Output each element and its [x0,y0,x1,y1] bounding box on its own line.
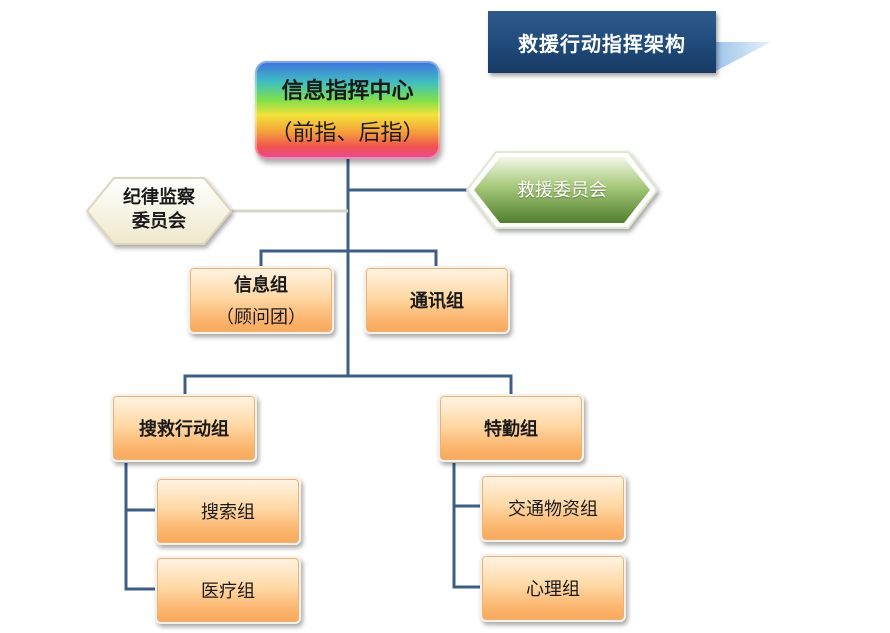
discipline-committee-line2: 委员会 [132,211,186,232]
command-center-subtitle: （前指、后指） [270,121,425,146]
comm-group-label: 通讯组 [410,291,464,312]
command-center-title: 信息指挥中心 [281,79,414,104]
command-center-node: 信息指挥中心 （前指、后指） [255,61,440,159]
third-tier-bracket [183,374,513,395]
rescue-committee-hexagon [474,157,650,223]
special-group-node: 特勤组 [438,394,584,462]
info-group-label: 信息组 [234,275,288,296]
discipline-committee-line1: 纪律监察 [123,187,195,208]
medical-subgroup-node: 医疗组 [155,556,301,624]
medical-subgroup-label: 医疗组 [201,581,255,602]
psychology-subgroup-label: 心理组 [526,579,580,600]
second-tier-bracket [259,249,438,268]
info-group-node: 信息组 （顾问团） [188,266,334,334]
info-group-sub: （顾问团） [216,307,306,328]
psychology-subgroup-node: 心理组 [480,554,626,622]
discipline-committee-node: 纪律监察 委员会 [98,186,220,234]
discipline-committee-hexagon [85,177,233,245]
page-title: 救援行动指挥架构 [488,11,716,73]
search-rescue-group-node: 搜救行动组 [111,394,257,462]
rescue-committee-label: 救援委员会 [517,180,607,201]
search-subtree-line [124,463,156,591]
transport-supply-subgroup-label: 交通物资组 [508,499,598,520]
search-subgroup-label: 搜索组 [201,502,255,523]
special-group-label: 特勤组 [484,419,538,440]
comm-group-node: 通讯组 [364,266,510,334]
title-tail-shape [714,42,771,72]
search-rescue-group-label: 搜救行动组 [139,419,229,440]
special-subtree-line [452,463,481,589]
transport-supply-subgroup-node: 交通物资组 [480,474,626,542]
search-subgroup-node: 搜索组 [155,477,301,545]
title-banner: 救援行动指挥架构 [488,11,773,76]
